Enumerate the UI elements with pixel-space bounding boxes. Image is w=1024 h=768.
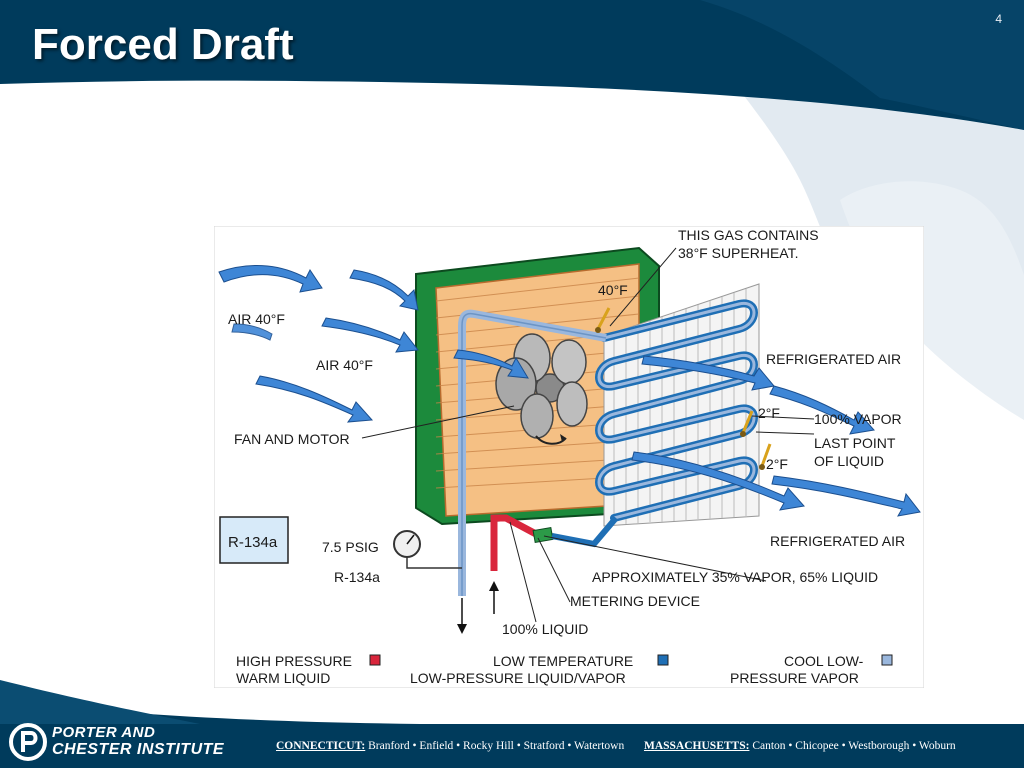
ma-label: MASSACHUSETTS: xyxy=(643,740,750,752)
label-100-vapor: 100% VAPOR xyxy=(814,411,902,427)
label-superheat: 38°F SUPERHEAT. xyxy=(678,245,798,261)
fan-icon xyxy=(495,333,588,445)
legend-high-pressure-2: WARM LIQUID xyxy=(236,670,330,686)
legend-cool-low-2: PRESSURE VAPOR xyxy=(730,670,859,686)
label-fan-and-motor: FAN AND MOTOR xyxy=(234,431,350,447)
legend-cool-low-1: COOL LOW- xyxy=(784,653,864,669)
label-100-liquid: 100% LIQUID xyxy=(502,621,588,637)
leader-lines xyxy=(361,247,815,623)
label-temp-2f-a: 2°F xyxy=(758,405,780,421)
label-r134a-gauge: R-134a xyxy=(334,569,380,585)
footer-locations: CONNECTICUT: Branford • Enfield • Rocky … xyxy=(276,740,956,752)
airflow-arrows-left xyxy=(218,264,529,423)
legend: HIGH PRESSURE WARM LIQUID LOW TEMPERATUR… xyxy=(236,653,893,686)
ma-cities: Canton • Chicopee • Westborough • Woburn xyxy=(752,740,956,752)
ct-cities: Branford • Enfield • Rocky Hill • Stratf… xyxy=(368,740,625,752)
label-of-liquid: OF LIQUID xyxy=(814,453,884,469)
institute-brand: PORTER AND CHESTER INSTITUTE xyxy=(52,724,224,758)
metering-device-icon xyxy=(532,526,554,544)
forced-draft-diagram: THIS GAS CONTAINS 38°F SUPERHEAT. 40°F A… xyxy=(214,226,924,688)
page-number: 4 xyxy=(995,12,1002,26)
legend-swatch-high-pressure xyxy=(369,654,381,666)
pressure-gauge-icon xyxy=(393,530,462,569)
label-refrigerated-air-top: REFRIGERATED AIR xyxy=(766,351,901,367)
airflow-arrows-right xyxy=(631,355,921,517)
legend-low-temp-1: LOW TEMPERATURE xyxy=(493,653,633,669)
legend-low-temp-2: LOW-PRESSURE LIQUID/VAPOR xyxy=(410,670,626,686)
r134a-box xyxy=(219,516,289,564)
slide-title: Forced Draft xyxy=(32,20,294,69)
brand-line-2: CHESTER INSTITUTE xyxy=(52,741,225,758)
legend-high-pressure-1: HIGH PRESSURE xyxy=(236,653,352,669)
label-temp-40f: 40°F xyxy=(598,282,628,298)
label-psig: 7.5 PSIG xyxy=(322,539,379,555)
thermometer-icon xyxy=(595,307,772,470)
legend-swatch-low-temp xyxy=(657,654,669,666)
brand-line-1: PORTER AND xyxy=(52,724,156,741)
ct-label: CONNECTICUT: xyxy=(276,740,366,752)
label-temp-2f-b: 2°F xyxy=(766,456,788,472)
evaporator-coil xyxy=(595,283,760,527)
label-last-point: LAST POINT xyxy=(814,435,896,451)
legend-swatch-cool-low xyxy=(881,654,893,666)
label-approx-vapor: APPROXIMATELY 35% VAPOR, 65% LIQUID xyxy=(592,569,878,585)
label-metering-device: METERING DEVICE xyxy=(570,593,700,609)
label-refrigerated-air-bottom: REFRIGERATED AIR xyxy=(770,533,905,549)
institute-logo-icon xyxy=(9,723,47,761)
label-air-40f-2: AIR 40°F xyxy=(316,357,373,373)
diagram-labels: THIS GAS CONTAINS 38°F SUPERHEAT. 40°F A… xyxy=(228,227,905,637)
label-gas-contains: THIS GAS CONTAINS xyxy=(678,227,819,243)
label-air-40f-1: AIR 40°F xyxy=(228,311,285,327)
label-r134a-box: R-134a xyxy=(228,534,278,551)
liquid-line xyxy=(490,514,538,571)
